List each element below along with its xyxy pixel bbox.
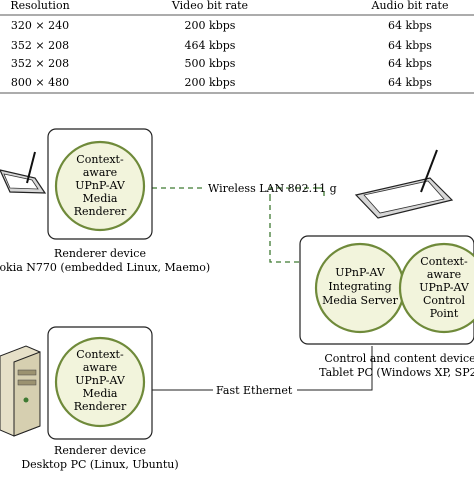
wireless-link-line	[152, 187, 325, 263]
controller-caption-2: Tablet PC (Windows XP, SP2)	[319, 366, 474, 379]
ethernet-link-label: Fast Ethernet	[216, 384, 293, 397]
bottom-renderer-circle	[54, 336, 146, 428]
table-row: 352 × 208 500 kbps 64 kbps	[11, 57, 432, 70]
cell-audio-bit-rate: 64 kbps	[388, 76, 432, 89]
cell-video-bit-rate: 464 kbps	[185, 39, 236, 52]
circle-label-line: Media	[83, 192, 118, 205]
bottom-renderer-caption-2: Desktop PC (Linux, Ubuntu)	[21, 458, 178, 471]
circle-label-line: Renderer	[74, 400, 127, 413]
circle-label-line: Context-	[76, 153, 124, 166]
bottom-renderer-caption-1: Renderer device	[54, 444, 146, 457]
header-resolution: Resolution	[10, 0, 69, 12]
ethernet-link-line	[152, 346, 373, 391]
circle-label-line: UPnP-AV	[75, 179, 126, 192]
ethernet-link: Fast Ethernet	[152, 346, 373, 397]
control-label-line: UPnP-AV	[419, 281, 470, 294]
cell-audio-bit-rate: 64 kbps	[388, 57, 432, 70]
bottom-renderer-box: Context- aware UPnP-AV Media Renderer	[47, 326, 153, 440]
wireless-link-label: Wireless LAN 802.11 g	[208, 182, 337, 195]
cell-resolution: 320 × 240	[11, 19, 69, 32]
server-label-line: Media Server	[322, 294, 398, 307]
control-label-line: Control	[423, 294, 465, 307]
circle-label-line: UPnP-AV	[75, 374, 126, 387]
circle-label-line: aware	[83, 166, 117, 179]
top-renderer-caption-1: Renderer device	[54, 247, 146, 260]
circle-label-line: aware	[83, 361, 117, 374]
control-label-line: Context-	[420, 255, 468, 268]
circle-label-line: Media	[83, 387, 118, 400]
table-row: 800 × 480 200 kbps 64 kbps	[11, 76, 432, 89]
header-video-bit-rate: Video bit rate	[171, 0, 248, 12]
controller-box: UPnP-AV Integrating Media Server Context…	[299, 235, 474, 345]
table-row: 320 × 240 200 kbps 64 kbps	[11, 19, 432, 32]
cell-video-bit-rate: 500 kbps	[185, 57, 236, 70]
table-row: 352 × 208 464 kbps 64 kbps	[11, 39, 432, 52]
top-renderer-circle	[54, 140, 146, 232]
top-renderer-caption-2: Nokia N770 (embedded Linux, Maemo)	[0, 261, 210, 274]
cell-video-bit-rate: 200 kbps	[185, 76, 236, 89]
control-label-line: aware	[427, 268, 461, 281]
server-label-line: UPnP-AV	[335, 266, 386, 279]
cell-resolution: 352 × 208	[11, 39, 69, 52]
circle-label-line: Renderer	[74, 205, 127, 218]
cell-video-bit-rate: 200 kbps	[185, 19, 236, 32]
cell-resolution: 800 × 480	[11, 76, 69, 89]
server-label-line: Integrating	[328, 280, 391, 293]
control-label-line: Point	[430, 307, 459, 320]
wireless-link-line-connector	[269, 187, 318, 196]
cell-audio-bit-rate: 64 kbps	[388, 39, 432, 52]
controller-caption-1: Control and content device	[324, 352, 474, 365]
header-audio-bit-rate: Audio bit rate	[371, 0, 449, 12]
desktop-pc-icon	[0, 345, 41, 437]
bitrate-table: Resolution Video bit rate Audio bit rate…	[0, 0, 474, 94]
pda-icon	[0, 151, 47, 194]
circle-label-line: Context-	[76, 348, 124, 361]
tablet-icon	[354, 149, 454, 219]
top-renderer-box: Context- aware UPnP-AV Media Renderer	[47, 128, 153, 240]
control-point-circle	[398, 242, 474, 334]
cell-audio-bit-rate: 64 kbps	[388, 19, 432, 32]
cell-resolution: 352 × 208	[11, 57, 69, 70]
wireless-link: Wireless LAN 802.11 g	[152, 182, 337, 263]
